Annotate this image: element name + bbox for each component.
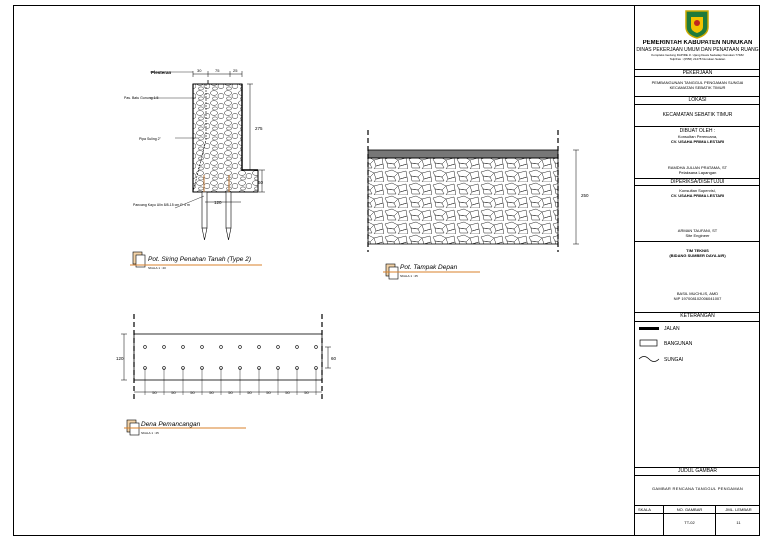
- engineer-role: Site Engineer: [685, 233, 710, 238]
- engineer-name: ARMAN TAUFANI, ST: [677, 228, 718, 233]
- supervisor-label: Konsultan Supervisi,: [679, 188, 716, 193]
- dim-base-width: 120: [214, 200, 222, 205]
- road-line-icon: [639, 327, 659, 330]
- pekerjaan-value: PEMBANGUNAN TANGGUL PENGAMAN SUNGAI KECA…: [651, 80, 744, 90]
- address-1: Kompleks Gedung DAPIRE Jl. Ujang Dewa Se…: [651, 53, 744, 57]
- jml-lembar-value: 11: [736, 520, 741, 525]
- konsultan-name: CV. USAHA PRIMA LESTARI: [670, 139, 725, 144]
- legend-symbols: [638, 327, 660, 362]
- pile-point: [257, 345, 261, 349]
- plan-title: Dena Pemancangan: [141, 421, 201, 428]
- pile-point: [200, 345, 204, 349]
- judul-label: JUDUL GAMBAR: [678, 468, 717, 474]
- org-name: PEMERINTAH KABUPATEN NUNUKAN: [642, 40, 753, 46]
- bidang: (BIDANG SUMBER DAYA AIR): [669, 253, 726, 258]
- section-title-tag: [130, 251, 262, 268]
- lokasi-value: KECAMATAN SEBATIK TIMUR: [662, 112, 733, 118]
- pekerjaan-label: PEKERJAAN: [682, 70, 713, 76]
- diperiksa-label: DIPERIKSA/DISETUJUI: [670, 179, 725, 185]
- jml-lembar-label: JML. LEMBAR: [725, 507, 752, 512]
- pile-point: [276, 345, 280, 349]
- dim-top-1: 30: [197, 68, 202, 73]
- legend-sungai: SUNGAI: [664, 357, 684, 363]
- lokasi-label: LOKASI: [688, 97, 707, 103]
- dept-name: DINAS PEKERJAAN UMUM DAN PENATAAN RUANG: [636, 47, 759, 53]
- dim-foot-height: 60: [258, 180, 264, 185]
- no-gambar-value: TT-02: [684, 520, 695, 525]
- plan-spacing-label: 50: [152, 390, 157, 395]
- regency-logo: [685, 10, 709, 39]
- label-pas-batu: Pas. Batu Gunung 1:5: [124, 96, 158, 100]
- skala-label: SKALA: [638, 507, 651, 512]
- pile-point: [295, 345, 299, 349]
- dibuat-label: DIBUAT OLEH :: [679, 128, 716, 134]
- konsultan-label: Konsultan Perencana,: [677, 134, 718, 139]
- label-plesteran: Plesteran: [151, 70, 172, 75]
- building-icon: [639, 339, 658, 347]
- elevation-dim-height: 250: [581, 193, 589, 198]
- pile-point: [181, 345, 185, 349]
- dim-top-3: 25: [233, 68, 238, 73]
- drawing-area: Plesteran Pas. Batu Gunung 1:5 Pipa Suli…: [116, 68, 589, 436]
- no-gambar-label: NO. GAMBAR: [676, 507, 703, 512]
- pile-point: [238, 345, 242, 349]
- plan-dim-right: 60: [331, 356, 337, 361]
- plan-spacing-label: 50: [190, 390, 195, 395]
- pile-point: [314, 345, 318, 349]
- plan-scale: SKALA 1 : 25: [141, 431, 159, 435]
- elevation-title-tag: [383, 263, 480, 280]
- pile-point: [143, 345, 147, 349]
- dim-top-2: 75: [215, 68, 220, 73]
- plan-spacing-label: 50: [304, 390, 309, 395]
- plan-spacing-labels: 50 50 50 50 50 50 50 50 50: [152, 390, 309, 395]
- plan-dim-left: 120: [116, 356, 124, 361]
- retaining-wall-section: [150, 71, 265, 241]
- section-title: Pot. Siring Penahan Tanah (Type 2): [148, 256, 251, 263]
- plan-spacing-label: 50: [171, 390, 176, 395]
- keterangan-label: KETERANGAN: [680, 313, 715, 319]
- plan-spacing-label: 50: [285, 390, 290, 395]
- tim-teknis: TIM TEKNIS: [686, 248, 709, 253]
- plan-spacing-label: 50: [209, 390, 214, 395]
- legend-jalan: JALAN: [664, 326, 680, 332]
- dim-wall-height: 275: [255, 126, 263, 131]
- plan-title-tag: [124, 419, 246, 436]
- supervisor-name: CV. USAHA PRIMA LESTARI: [670, 193, 725, 198]
- planner-name: RAMDHA JULIAN PRATAMA, ST: [667, 165, 728, 170]
- judul-value: GAMBAR RENCANA TANGGUL PENGAMAN: [651, 486, 744, 491]
- label-pipa-suling: Pipa Suling 2": [139, 137, 162, 141]
- plan-spacing-label: 50: [266, 390, 271, 395]
- pile-point: [219, 345, 223, 349]
- front-elevation: [367, 130, 579, 252]
- title-block: PEMERINTAH KABUPATEN NUNUKAN DINAS PEKER…: [634, 5, 760, 536]
- river-wave-icon: [638, 356, 660, 362]
- plan-spacing-label: 50: [228, 390, 233, 395]
- plan-spacing-label: 50: [247, 390, 252, 395]
- pile-plan: [121, 314, 331, 400]
- elevation-title: Pot. Tampak Depan: [400, 264, 458, 271]
- pile-point: [162, 345, 166, 349]
- address-2: Telp/Fax : (0556) 21478 Nunukan Selatan: [669, 57, 726, 61]
- elevation-scale: SKALA 1 : 25: [400, 274, 418, 278]
- section-scale: SKALA 1 : 20: [148, 266, 166, 270]
- label-pancang: Pancang Kayu Ulin 8/8-15 cm P. 4 m: [133, 203, 190, 207]
- legend-bangunan: BANGUNAN: [664, 341, 693, 347]
- sheet-frame: [13, 5, 760, 536]
- official-name: BASIL MUCHLIS, AMD: [676, 291, 719, 296]
- official-nip: NIP 197008102006041007: [673, 296, 722, 301]
- planner-role: Pelaksana Lapangan: [678, 170, 717, 175]
